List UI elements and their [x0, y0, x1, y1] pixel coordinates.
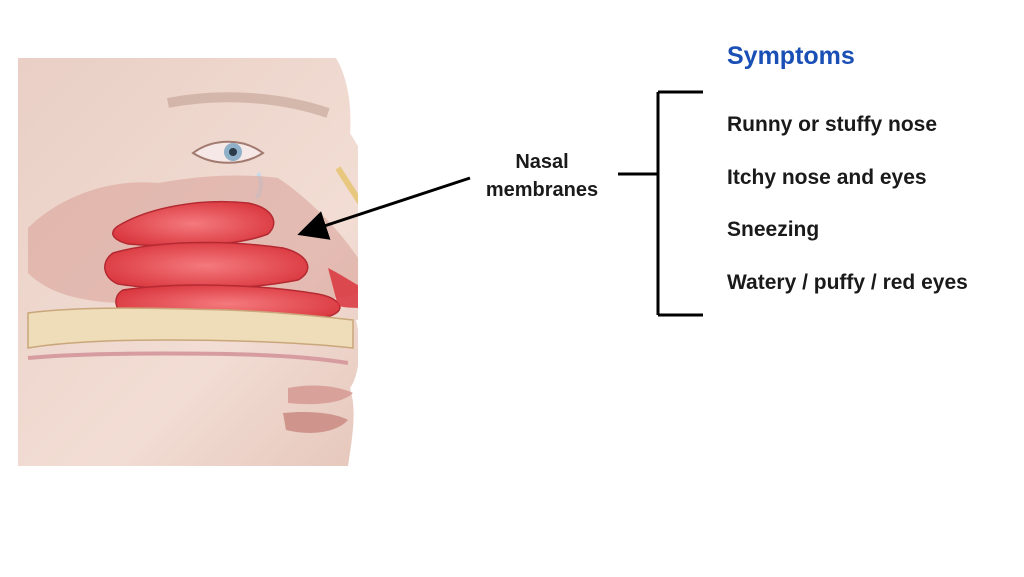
symptom-sneezing: Sneezing — [727, 218, 820, 241]
eyebrow — [167, 92, 330, 118]
nasal-membranes-label: Nasal membranes — [462, 148, 622, 204]
upper-lip — [288, 385, 353, 405]
symptoms-title: Symptoms — [727, 42, 855, 70]
upper-turbinate — [112, 200, 275, 247]
vestibule-tissue — [328, 268, 358, 308]
nasal-membranes-label-line1: Nasal — [515, 151, 569, 173]
symptom-runny-nose: Runny or stuffy nose — [727, 113, 938, 136]
nasal-membranes-label-line2: membranes — [485, 179, 599, 201]
middle-turbinate — [104, 241, 309, 290]
symptoms-bracket — [618, 90, 703, 317]
lower-lip — [283, 411, 348, 433]
palate-outline — [27, 351, 349, 365]
symptom-itchy-nose-eyes: Itchy nose and eyes — [727, 166, 927, 189]
symptom-watery-eyes: Watery / puffy / red eyes — [727, 271, 968, 294]
hard-palate — [27, 307, 354, 349]
nasal-cross-section-illustration — [18, 58, 358, 466]
